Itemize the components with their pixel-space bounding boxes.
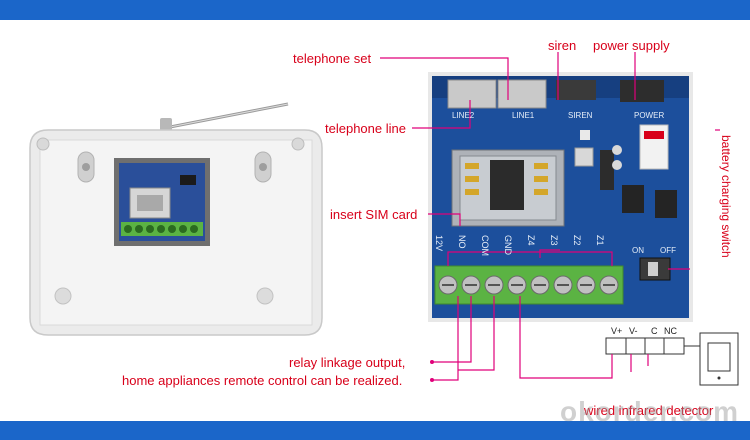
detector-terminal-block [605, 337, 700, 355]
detector-terminal-label: C [651, 326, 658, 336]
circuit-board [428, 72, 693, 322]
label-relay-output: relay linkage output, [289, 355, 406, 370]
board-label-off: OFF [660, 246, 676, 255]
label-wired-detector: wired infrared detector [584, 403, 714, 418]
board-label-line2: LINE2 [452, 111, 475, 120]
board-terminal-label: NO [457, 235, 467, 249]
detector-terminal-label: NC [664, 326, 677, 336]
detector-terminal-label: V+ [611, 326, 623, 336]
label-power-supply: power supply [593, 38, 670, 53]
label-insert-sim: insert SIM card [330, 207, 418, 222]
label-battery-switch: battery charging switch [719, 135, 733, 258]
board-terminal-label: Z2 [572, 235, 582, 246]
label-siren: siren [548, 38, 577, 53]
watermark: okorder.com [560, 396, 740, 427]
board-terminal-label: Z1 [595, 235, 605, 246]
board-terminal-label: 12V [434, 235, 444, 252]
board-terminal-label: COM [480, 235, 490, 256]
board-label-on: ON [632, 246, 644, 255]
board-terminal-label: GND [503, 235, 513, 255]
label-telephone-line: telephone line [325, 121, 406, 136]
label-home-appliances: home appliances remote control can be re… [122, 373, 403, 388]
top-banner [0, 0, 750, 20]
annotation-wires [380, 52, 720, 382]
board-label-siren: SIREN [568, 111, 593, 120]
alarm-panel-back [29, 102, 323, 336]
board-terminal-label: Z4 [526, 235, 536, 246]
bottom-banner [0, 421, 750, 440]
board-label-line1: LINE1 [512, 111, 535, 120]
infrared-detector [699, 332, 739, 386]
board-terminal-label: Z3 [549, 235, 559, 246]
board-label-power: POWER [634, 111, 665, 120]
label-telephone-set: telephone set [293, 51, 372, 66]
detector-terminal-label: V- [629, 326, 638, 336]
